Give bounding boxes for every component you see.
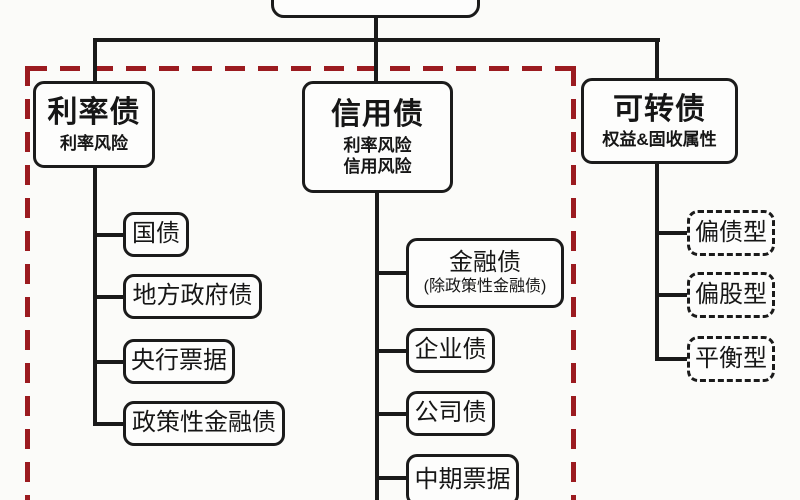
- connector-drop-left: [93, 38, 97, 84]
- category-convertible-bond-subtitle: 权益&固收属性: [602, 130, 717, 150]
- leaf-enterprise-bond: 企业债: [406, 328, 495, 373]
- leaf-treasury-bond-label: 国债: [132, 220, 180, 248]
- leaf-financial-bond: 金融债 (除政策性金融债): [406, 238, 564, 308]
- leaf-balanced-label: 平衡型: [695, 344, 767, 372]
- leaf-treasury-bond: 国债: [123, 212, 189, 257]
- stub-rate-3: [93, 360, 123, 364]
- leaf-equity-biased: 偏股型: [687, 272, 775, 318]
- leaf-balanced: 平衡型: [687, 336, 775, 382]
- red-dashed-frame-right: [571, 66, 576, 500]
- category-credit-bond-subtitle-2: 信用风险: [343, 156, 412, 176]
- trunk-convertible-bond: [655, 164, 659, 360]
- category-rate-bond-subtitle: 利率风险: [60, 133, 128, 153]
- leaf-local-gov-bond: 地方政府债: [123, 274, 262, 319]
- leaf-policy-financial-bond-label: 政策性金融债: [132, 409, 276, 437]
- leaf-policy-financial-bond: 政策性金融债: [123, 401, 285, 446]
- stub-credit-2: [375, 349, 406, 353]
- stub-convertible-1: [655, 231, 687, 235]
- leaf-corporate-bond: 公司债: [406, 391, 495, 436]
- stub-credit-3: [375, 412, 406, 416]
- leaf-central-bank-bill: 央行票据: [123, 339, 235, 384]
- leaf-enterprise-bond-label: 企业债: [414, 336, 487, 364]
- category-credit-bond: 信用债 利率风险 信用风险: [302, 81, 453, 193]
- stub-rate-1: [93, 233, 123, 237]
- leaf-financial-bond-sublabel: (除政策性金融债): [423, 278, 547, 296]
- category-rate-bond: 利率债 利率风险: [33, 81, 155, 168]
- connector-drop-right: [655, 38, 659, 82]
- stub-rate-4: [93, 422, 123, 426]
- stub-convertible-3: [655, 357, 687, 361]
- category-convertible-bond-title: 可转债: [613, 92, 706, 126]
- leaf-corporate-bond-label: 公司债: [414, 399, 487, 427]
- stub-credit-4: [375, 476, 406, 480]
- stub-credit-1: [375, 271, 406, 275]
- category-credit-bond-subtitle-1: 利率风险: [343, 135, 412, 155]
- leaf-central-bank-bill-label: 央行票据: [131, 347, 227, 375]
- stub-convertible-2: [655, 293, 687, 297]
- stub-rate-2: [93, 295, 123, 299]
- leaf-local-gov-bond-label: 地方政府债: [132, 282, 253, 310]
- category-rate-bond-title: 利率债: [47, 96, 141, 130]
- root-node: [271, 0, 480, 18]
- leaf-medium-term-note: 中期票据: [406, 454, 519, 500]
- red-dashed-frame-left: [25, 66, 30, 500]
- trunk-credit-bond: [375, 193, 379, 500]
- leaf-medium-term-note-label: 中期票据: [414, 465, 511, 493]
- connector-drop-center: [374, 16, 378, 84]
- category-credit-bond-title: 信用债: [331, 98, 424, 132]
- leaf-debt-biased: 偏债型: [687, 210, 775, 256]
- red-dashed-frame-top: [27, 66, 576, 71]
- leaf-debt-biased-label: 偏债型: [695, 218, 767, 246]
- leaf-financial-bond-label: 金融债: [449, 248, 521, 276]
- leaf-equity-biased-label: 偏股型: [695, 280, 767, 308]
- category-convertible-bond: 可转债 权益&固收属性: [581, 78, 738, 164]
